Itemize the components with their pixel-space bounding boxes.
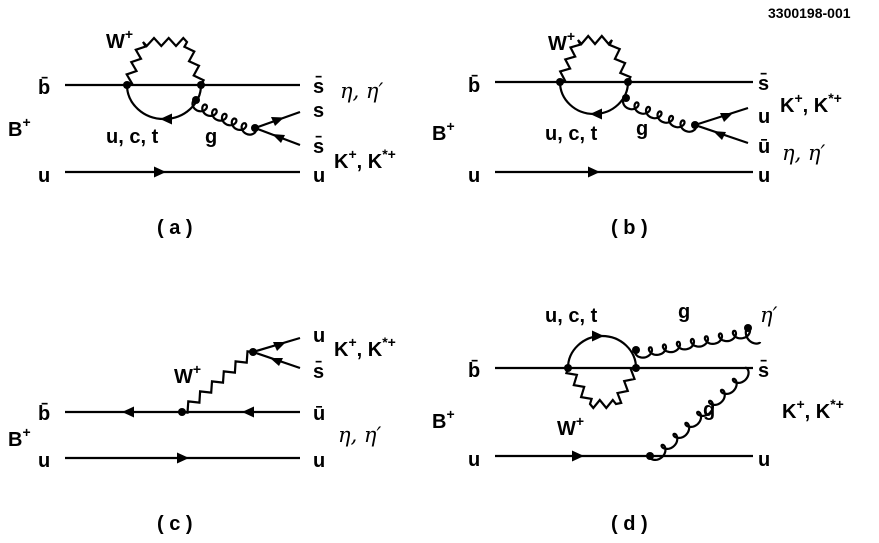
arrow-left xyxy=(590,108,602,120)
kaon-label: K+, K*+ xyxy=(780,90,842,117)
eta-label: η, η′ xyxy=(782,141,826,165)
caption-d: ( d ) xyxy=(611,513,648,535)
arrow-left xyxy=(592,330,604,342)
u-top-label: u xyxy=(313,325,325,347)
vertex xyxy=(249,348,257,356)
caption-b: ( b ) xyxy=(611,217,648,239)
vertex xyxy=(646,452,654,460)
w-boson-propagator xyxy=(181,350,254,414)
diagram-c: b̄ B+ u W+ u K+, K*+ s̄ ū η, η′ u ( c ) xyxy=(8,325,396,535)
b-meson-label: B+ xyxy=(8,424,31,451)
gluon-top-label: g xyxy=(678,301,690,323)
u-out-label: u xyxy=(313,165,325,187)
kaon-label: K+, K*+ xyxy=(334,334,396,361)
arrow-s-bar xyxy=(270,358,283,366)
u-label: u xyxy=(758,106,770,128)
gluon-propagator xyxy=(191,98,258,136)
s-bar-label: s̄ xyxy=(313,136,324,158)
w-label: W+ xyxy=(557,413,584,440)
u-bar-label: ū xyxy=(758,136,770,158)
gluon-propagator-bottom xyxy=(648,366,750,461)
b-bar-label: b̄ xyxy=(468,75,480,97)
diagram-a: b̄ B+ u W+ u, c, t g s̄ η, η′ s s̄ u K+,… xyxy=(8,26,396,239)
b-bar-label: b̄ xyxy=(38,77,50,99)
arrow-right xyxy=(572,450,584,462)
gluon-label: g xyxy=(205,126,217,148)
u-out-label: u xyxy=(758,165,770,187)
u-out-label: u xyxy=(758,449,770,471)
w-boson-propagator xyxy=(564,366,637,410)
arrow-s xyxy=(271,117,284,126)
vertex xyxy=(622,94,630,102)
b-bar-label: b̄ xyxy=(468,360,480,382)
s-bar-label: s̄ xyxy=(758,360,769,382)
b-meson-label: B+ xyxy=(432,406,455,433)
eta-label: η, η′ xyxy=(340,79,384,103)
vertex xyxy=(624,78,632,86)
b-bar-label: b̄ xyxy=(38,403,50,425)
arrow-u-bar xyxy=(713,131,726,140)
figure-code: 3300198-001 xyxy=(768,5,851,21)
kaon-label: K+, K*+ xyxy=(782,396,844,423)
arrow-u xyxy=(273,342,286,351)
vertex xyxy=(178,408,186,416)
loop-quarks-label: u, c, t xyxy=(545,123,598,145)
w-boson-propagator xyxy=(558,34,632,84)
diagram-b: b̄ B+ u W+ u, c, t g s̄ u K+, K*+ ū η, η… xyxy=(432,28,842,239)
vertex xyxy=(556,78,564,86)
arrow-right xyxy=(177,452,189,464)
w-label: W+ xyxy=(106,26,133,53)
gluon-bottom-label: g xyxy=(703,399,715,421)
caption-c: ( c ) xyxy=(157,513,193,535)
u-in-label: u xyxy=(468,165,480,187)
eta-prime-label: η′ xyxy=(760,303,778,327)
diagram-d: b̄ B+ u u, c, t W+ g g η′ s̄ K+, K*+ u (… xyxy=(432,301,844,535)
arrow-left xyxy=(242,406,254,418)
loop-quarks-label: u, c, t xyxy=(106,126,159,148)
gluon-propagator xyxy=(621,96,698,133)
vertex xyxy=(192,96,200,104)
s-bar-top-label: s̄ xyxy=(758,73,769,95)
quark-loop xyxy=(558,81,630,116)
s-bar-label: s̄ xyxy=(313,361,324,383)
vertex xyxy=(123,81,131,89)
w-label: W+ xyxy=(548,28,575,55)
kaon-label: K+, K*+ xyxy=(334,146,396,173)
arrow-s-bar xyxy=(272,134,285,143)
w-boson-propagator xyxy=(125,36,206,87)
vertex xyxy=(632,364,640,372)
arrow-u xyxy=(720,113,733,122)
gluon-label: g xyxy=(636,118,648,140)
b-meson-label: B+ xyxy=(432,118,455,145)
arrow-left xyxy=(122,406,134,418)
b-meson-label: B+ xyxy=(8,114,31,141)
caption-a: ( a ) xyxy=(157,217,193,239)
u-in-label: u xyxy=(38,165,50,187)
u-out-label: u xyxy=(313,450,325,472)
s-bar-top-label: s̄ xyxy=(313,76,324,98)
loop-quarks-label: u, c, t xyxy=(545,305,598,327)
vertex xyxy=(632,346,640,354)
s-label: s xyxy=(313,100,324,122)
arrow-right xyxy=(588,166,600,178)
vertex xyxy=(744,324,752,332)
gluon-propagator-top xyxy=(633,326,762,359)
vertex xyxy=(197,81,205,89)
vertex xyxy=(251,124,259,132)
vertex xyxy=(564,364,572,372)
w-label: W+ xyxy=(174,361,201,388)
eta-label: η, η′ xyxy=(338,423,382,447)
vertex xyxy=(691,121,699,129)
u-bar-label: ū xyxy=(313,403,325,425)
u-in-label: u xyxy=(38,450,50,472)
quark-loop xyxy=(566,334,638,369)
arrow-left xyxy=(160,113,172,125)
u-quark-line xyxy=(694,106,749,127)
quark-loop xyxy=(125,84,203,121)
arrow-right xyxy=(154,166,166,178)
u-in-label: u xyxy=(468,449,480,471)
